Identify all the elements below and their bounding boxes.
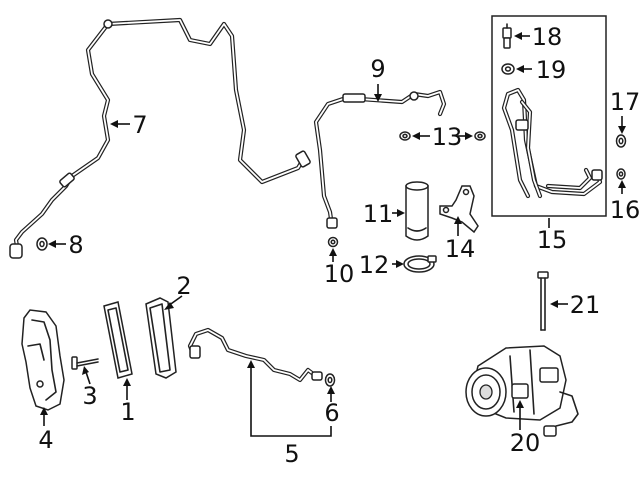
callout-21: 21 <box>570 291 601 319</box>
filter-1 <box>103 301 133 379</box>
filter-housing-2 <box>145 297 177 379</box>
callout-17: 17 <box>610 88 640 116</box>
bolt-21 <box>537 271 549 331</box>
o-ring-10 <box>327 236 339 248</box>
o-rings-13 <box>399 131 486 141</box>
callout-3: 3 <box>82 382 97 410</box>
callout-9: 9 <box>370 55 385 83</box>
o-ring-8 <box>36 237 48 251</box>
leader-lines <box>40 32 626 437</box>
ac-hose-5 <box>187 327 323 383</box>
callout-6: 6 <box>324 399 339 427</box>
o-ring-19 <box>501 63 515 75</box>
assembly-box-15 <box>491 15 607 217</box>
callout-8: 8 <box>68 231 83 259</box>
valve-core-18 <box>502 23 512 49</box>
ac-line-7 <box>9 17 311 259</box>
o-ring-6 <box>324 373 336 387</box>
receiver-drier-11 <box>405 181 429 241</box>
callout-18: 18 <box>532 23 563 51</box>
callout-14: 14 <box>445 235 476 263</box>
callout-11: 11 <box>363 200 394 228</box>
callout-labels: 1 2 3 4 5 6 7 8 9 10 11 12 13 14 15 16 1… <box>38 23 640 468</box>
ac-line-9 <box>313 89 447 229</box>
callout-2: 2 <box>176 272 191 300</box>
callout-19: 19 <box>536 56 567 84</box>
callout-4: 4 <box>38 426 53 454</box>
callout-7: 7 <box>132 111 147 139</box>
clamp-12 <box>403 255 437 273</box>
bracket-14 <box>439 185 479 234</box>
callout-12: 12 <box>359 251 390 279</box>
callout-20: 20 <box>510 429 541 457</box>
shield-4 <box>21 309 65 411</box>
callout-13: 13 <box>432 123 463 151</box>
o-ring-16 <box>616 168 626 180</box>
compressor-20 <box>465 345 579 437</box>
o-ring-17 <box>615 134 627 148</box>
callout-1: 1 <box>120 398 135 426</box>
callout-15: 15 <box>537 226 568 254</box>
bolt-3 <box>71 356 99 370</box>
callout-10: 10 <box>324 260 355 288</box>
callout-5: 5 <box>284 440 299 468</box>
callout-16: 16 <box>610 196 640 224</box>
